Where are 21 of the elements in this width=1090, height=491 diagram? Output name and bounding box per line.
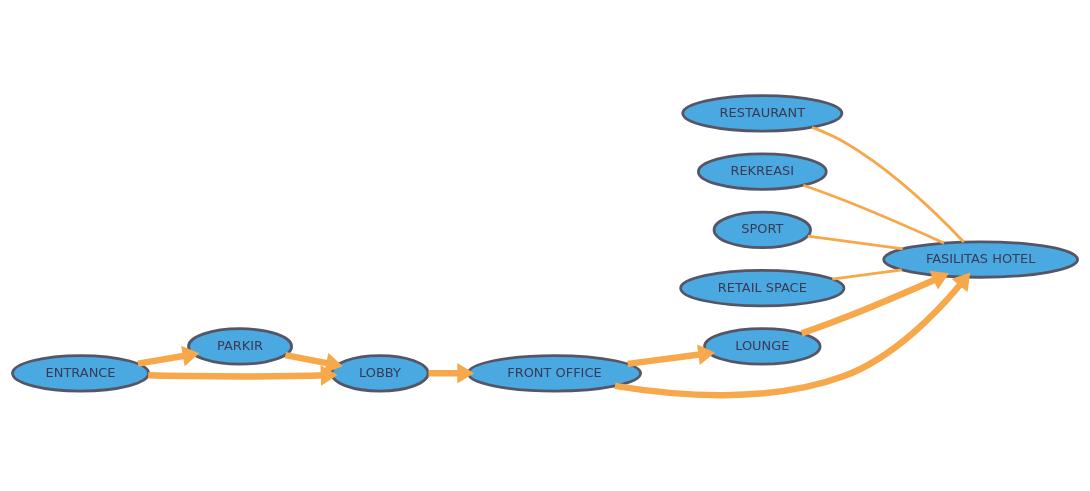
node-ellipse: LOBBY [330, 354, 430, 393]
node-ellipse: REKREASI [697, 152, 828, 191]
connector [802, 183, 945, 245]
arrow [627, 344, 716, 368]
connector [811, 126, 965, 244]
node-ellipse: RESTAURANT [681, 94, 844, 133]
node-ellipse: FASILITAS HOTEL [882, 240, 1079, 279]
arrow [428, 362, 475, 384]
node-ellipse: FRONT OFFICE [466, 354, 642, 393]
connector [832, 268, 903, 281]
node-ellipse: LOUNGE [703, 327, 822, 366]
connector [807, 234, 903, 251]
node-ellipse: SPORT [712, 210, 812, 250]
arrow [284, 351, 343, 374]
arrow [137, 345, 200, 367]
arrow [800, 270, 950, 337]
arrow [148, 365, 338, 386]
node-ellipse: ENTRANCE [11, 354, 151, 393]
node-ellipse: PARKIR [187, 327, 293, 366]
arrow [614, 272, 971, 399]
node-ellipse: RETAIL SPACE [679, 269, 846, 308]
